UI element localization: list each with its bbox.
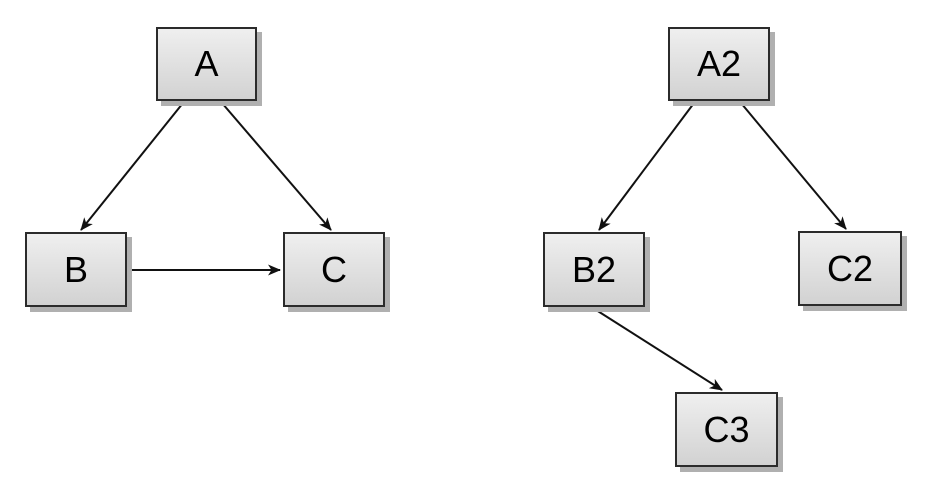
node-C2[interactable]: C2	[798, 231, 902, 306]
node-label: B2	[571, 248, 617, 290]
node-label: B	[63, 248, 88, 290]
node-C3[interactable]: C3	[675, 392, 778, 467]
edge-A2-B2	[598, 102, 695, 231]
node-label: A	[194, 43, 219, 84]
edge-B2-C3	[592, 307, 723, 391]
node-B2[interactable]: B2	[543, 232, 645, 307]
node-label: C2	[826, 247, 874, 289]
edge-A2-C2	[740, 102, 847, 230]
node-label: A2	[696, 43, 742, 84]
node-A[interactable]: A	[156, 27, 257, 101]
node-label: C3	[703, 408, 750, 450]
node-A2[interactable]: A2	[668, 27, 770, 101]
edge-A-C	[221, 102, 332, 231]
node-label: C	[321, 248, 347, 290]
node-B[interactable]: B	[25, 232, 127, 307]
edge-A-B	[80, 102, 184, 231]
node-C[interactable]: C	[283, 232, 385, 307]
